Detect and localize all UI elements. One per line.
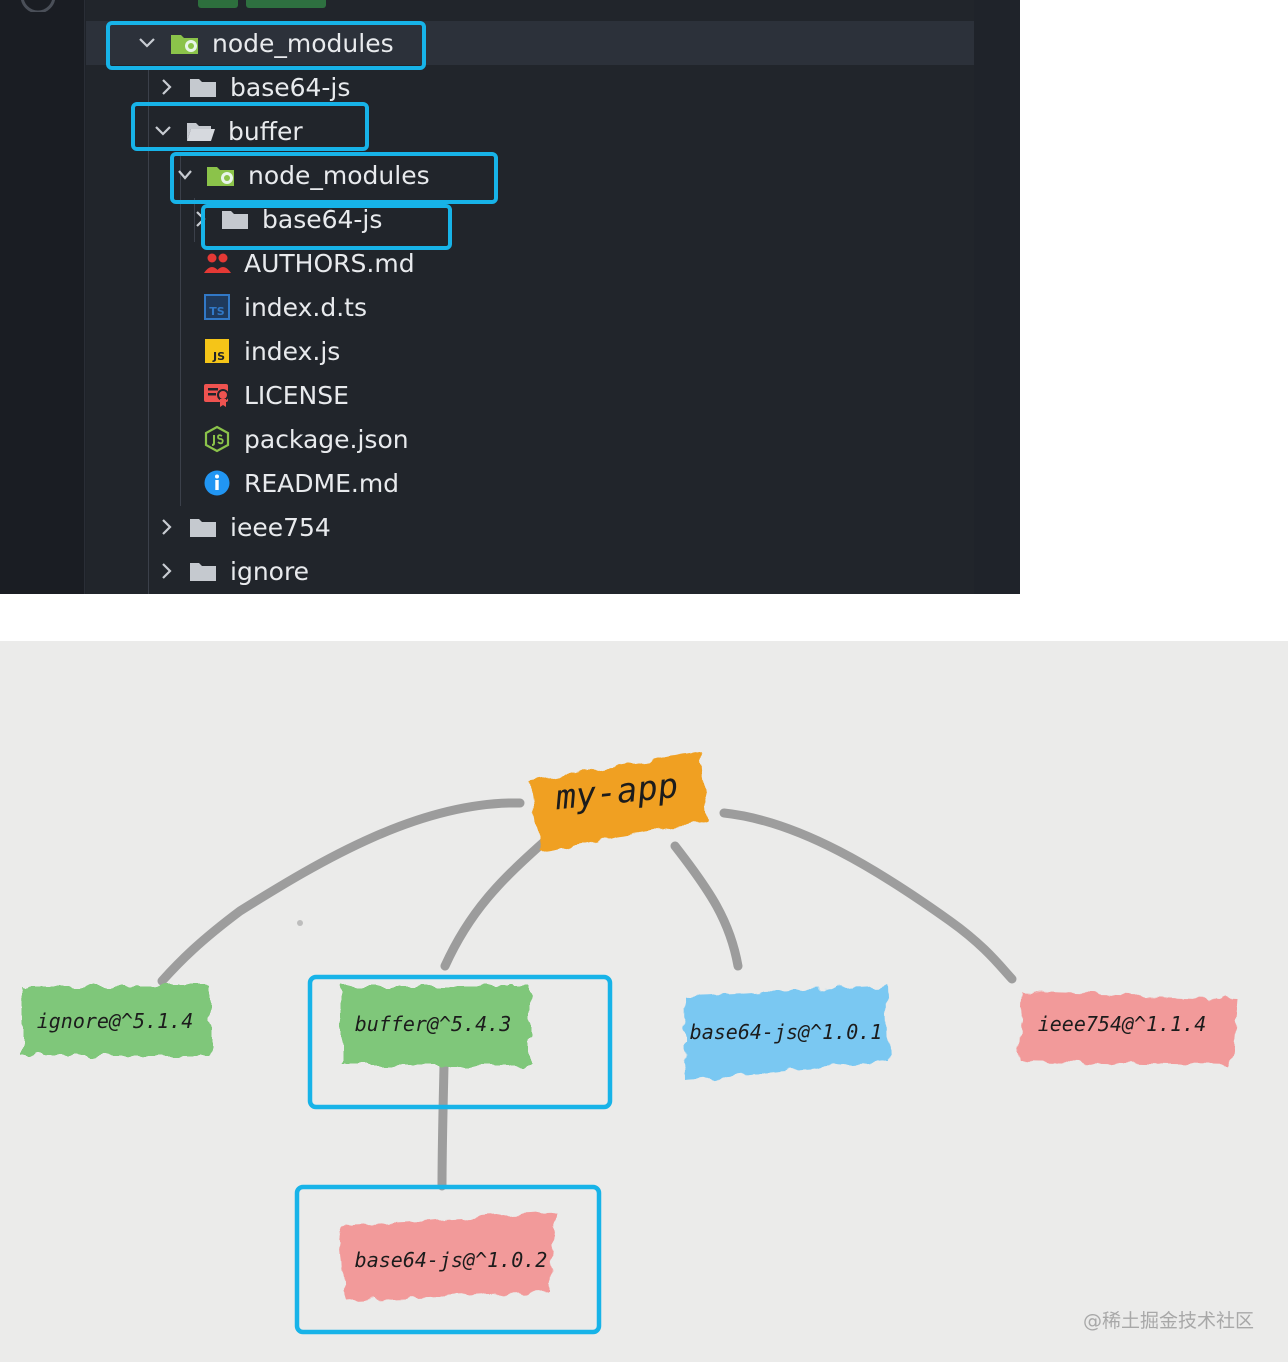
file-explorer: node_modules base64-js buffer node_: [0, 0, 1020, 594]
indent-guide: [180, 154, 181, 506]
authors-icon: [202, 250, 232, 276]
activity-bar: [0, 0, 85, 594]
chevron-right-icon[interactable]: [156, 560, 178, 582]
folder-icon: [188, 514, 218, 540]
tree-row-node-modules-nested[interactable]: node_modules: [86, 153, 974, 197]
ts-badge-text: TS: [209, 305, 225, 318]
chevron-down-icon[interactable]: [152, 120, 174, 142]
row-label: index.js: [244, 336, 341, 366]
explorer-tree: [86, 0, 974, 594]
license-icon: [202, 382, 232, 408]
highlight-box: [307, 974, 613, 1110]
chevron-right-icon[interactable]: [156, 516, 178, 538]
row-label: node_modules: [212, 28, 394, 58]
clipped-row-fragment: [246, 0, 326, 8]
tree-row-readme[interactable]: README.md: [86, 461, 974, 505]
tree-row-ignore[interactable]: ignore: [86, 549, 974, 593]
node-blob-buffer: [342, 986, 530, 1066]
node-label-base64-top: base64-js@^1.0.1: [690, 1020, 883, 1044]
node-modules-folder-icon: [170, 30, 200, 56]
info-icon: [202, 470, 232, 496]
row-label: ieee754: [230, 512, 331, 542]
folder-open-icon: [186, 118, 216, 144]
edge-root-buffer: [440, 836, 550, 971]
tree-row-node-modules[interactable]: node_modules: [86, 21, 974, 65]
node-blob-root: [530, 751, 708, 851]
row-label: buffer: [228, 116, 303, 146]
node-label-ieee754: ieee754@^1.1.4: [1038, 1012, 1207, 1036]
folder-icon: [188, 558, 218, 584]
node-modules-folder-icon: [206, 162, 236, 188]
row-label: LICENSE: [244, 380, 349, 410]
tree-row-authors[interactable]: AUTHORS.md: [86, 241, 974, 285]
row-label: base64-js: [262, 204, 383, 234]
diagram-canvas: my-app ignore@^5.1.4 buffer@^5.4.3 base6…: [22, 751, 1238, 1335]
tree-row-base64-js-nested[interactable]: base64-js: [86, 197, 974, 241]
indent-guide: [148, 66, 149, 594]
indent-guide: [194, 198, 195, 242]
typescript-icon: TS: [202, 294, 232, 320]
row-label: ignore: [230, 556, 310, 586]
js-badge-text: JS: [212, 350, 225, 363]
tree-row-license[interactable]: LICENSE: [86, 373, 974, 417]
row-label: node_modules: [248, 160, 430, 190]
tree-row-buffer[interactable]: buffer: [86, 109, 974, 153]
javascript-icon: JS: [202, 338, 232, 364]
node-label-ignore: ignore@^5.1.4: [37, 1009, 194, 1033]
folder-icon: [188, 74, 218, 100]
edge-buffer-base64-nested: [437, 1061, 449, 1191]
row-label: README.md: [244, 468, 400, 498]
tree-row-index-js[interactable]: JS index.js: [86, 329, 974, 373]
activity-icon[interactable]: [0, 0, 84, 12]
node-blob-ieee754: [1018, 991, 1238, 1066]
dependency-diagram: my-app ignore@^5.1.4 buffer@^5.4.3 base6…: [0, 641, 1288, 1362]
chevron-right-icon[interactable]: [190, 208, 212, 230]
chevron-down-icon[interactable]: [136, 32, 158, 54]
edge-root-ieee754: [719, 808, 1017, 984]
row-label: base64-js: [230, 72, 351, 102]
tree-row-base64-js[interactable]: base64-js: [86, 65, 974, 109]
node-label-base64-nested: base64-js@^1.0.2: [355, 1248, 548, 1272]
tree-row-index-d-ts[interactable]: TS index.d.ts: [86, 285, 974, 329]
speck: [297, 920, 303, 926]
clipped-row-fragment: [198, 0, 238, 8]
row-label: index.d.ts: [244, 292, 367, 322]
highlight-box: [294, 1184, 602, 1335]
edge-root-base64: [670, 841, 743, 971]
row-label: package.json: [244, 424, 409, 454]
nodejs-icon: [202, 425, 232, 453]
node-blob-ignore: [22, 986, 210, 1056]
chevron-down-icon[interactable]: [174, 164, 196, 186]
node-blob-base64-top: [684, 986, 888, 1081]
edge-root-ignore: [157, 798, 525, 986]
row-label: AUTHORS.md: [244, 248, 415, 278]
chevron-right-icon[interactable]: [156, 76, 178, 98]
folder-icon: [220, 206, 250, 232]
node-blob-base64-nested: [338, 1213, 555, 1301]
tree-row-package-json[interactable]: package.json: [86, 417, 974, 461]
node-label-buffer: buffer@^5.4.3: [355, 1012, 512, 1036]
watermark: @稀土掘金技术社区: [1082, 1310, 1254, 1332]
tree-row-ieee754[interactable]: ieee754: [86, 505, 974, 549]
